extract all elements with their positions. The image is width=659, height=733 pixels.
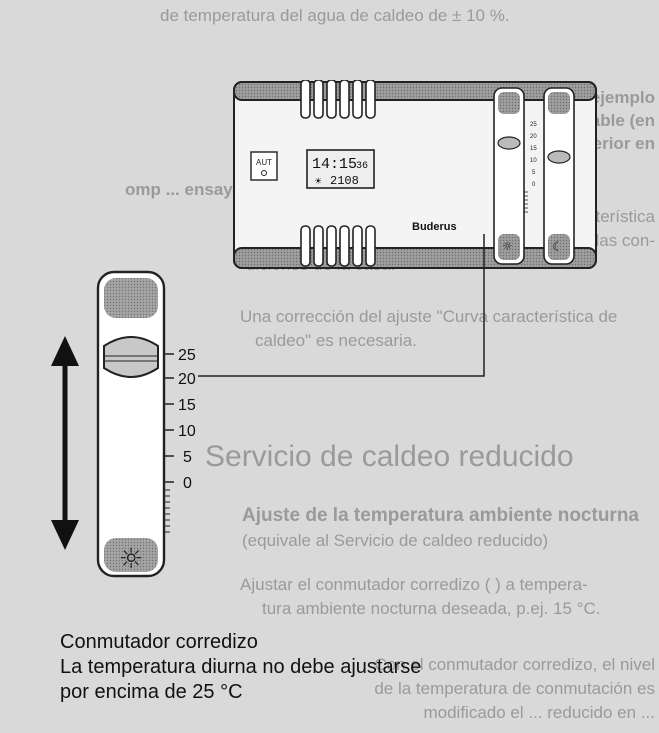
sun-icon: ☼ xyxy=(118,542,143,575)
bg-line-9: caldeo" es necesaria. xyxy=(255,331,417,350)
bg-line-11: Ajuste de la temperatura ambiente noctur… xyxy=(242,505,639,526)
bg-line-12: (equivale al Servicio de caldeo reducido… xyxy=(242,531,549,550)
scale-label-5: 5 xyxy=(183,449,192,466)
bg-line-16: de la temperatura de conmutación es xyxy=(374,679,655,698)
lcd-seconds: 36 xyxy=(356,161,368,172)
figure-caption: Conmutador corredizo La temperatura diur… xyxy=(60,630,620,705)
mini-scale-0: 0 xyxy=(532,182,536,188)
moon-icon: ☾ xyxy=(552,240,564,255)
scale-label-25: 25 xyxy=(178,347,196,364)
lcd-time: 14:15 xyxy=(312,156,357,173)
mini-scale-20: 20 xyxy=(530,134,537,140)
slider-detail: ☼ 25 20 15 10 5 0 xyxy=(51,270,196,578)
bg-line-13: Ajustar el conmutador corredizo ( ) a te… xyxy=(240,575,588,594)
mini-scale-10: 10 xyxy=(530,158,537,164)
aut-label: AUT xyxy=(256,158,272,167)
night-slider-slot xyxy=(543,87,575,265)
scale-label-15: 15 xyxy=(178,397,196,414)
double-arrow-icon xyxy=(51,336,79,550)
scale-label-0: 0 xyxy=(183,475,192,492)
slider-knob xyxy=(103,336,159,378)
bg-line-0: de temperatura del agua de caldeo de ± 1… xyxy=(160,6,510,25)
bg-heading: Servicio de caldeo reducido xyxy=(205,440,574,473)
bg-line-15: Con el conmutador corredizo, el nivel xyxy=(374,655,655,674)
lcd-date: 2108 xyxy=(330,174,359,188)
night-slider-knob xyxy=(547,150,571,164)
lcd-sun-icon: ☀ xyxy=(314,177,322,187)
lcd-display xyxy=(306,149,375,189)
day-sun-icon: ☼ xyxy=(502,239,513,253)
caption-line-1: Conmutador corredizo xyxy=(60,631,258,653)
thermostat-device: AUT 14:15 36 ☀ 2108 Buderus ☼ 25 20 15 1… xyxy=(233,80,597,269)
brand-logo: Buderus xyxy=(412,221,457,233)
bg-line-8: Una corrección del ajuste "Curva caracte… xyxy=(240,307,618,326)
bg-line-17: modificado el ... reducido en ... xyxy=(423,703,655,722)
aut-indicator-icon xyxy=(261,170,267,176)
connector-line xyxy=(198,234,485,377)
scale-label-20: 20 xyxy=(178,371,196,388)
caption-line-3: por encima de 25 °C xyxy=(60,681,243,703)
day-slider-slot xyxy=(493,87,525,265)
mini-scale-25: 25 xyxy=(530,122,537,128)
scale-label-10: 10 xyxy=(178,423,196,440)
mini-scale-5: 5 xyxy=(532,170,536,176)
caption-line-2: La temperatura diurna no debe ajustarse xyxy=(60,656,422,678)
mini-scale-15: 15 xyxy=(530,146,537,152)
bottom-vent xyxy=(300,225,376,267)
day-slider-knob xyxy=(497,136,521,150)
top-vent xyxy=(300,80,376,119)
bg-line-14: tura ambiente nocturna deseada, p.ej. 15… xyxy=(262,599,601,618)
